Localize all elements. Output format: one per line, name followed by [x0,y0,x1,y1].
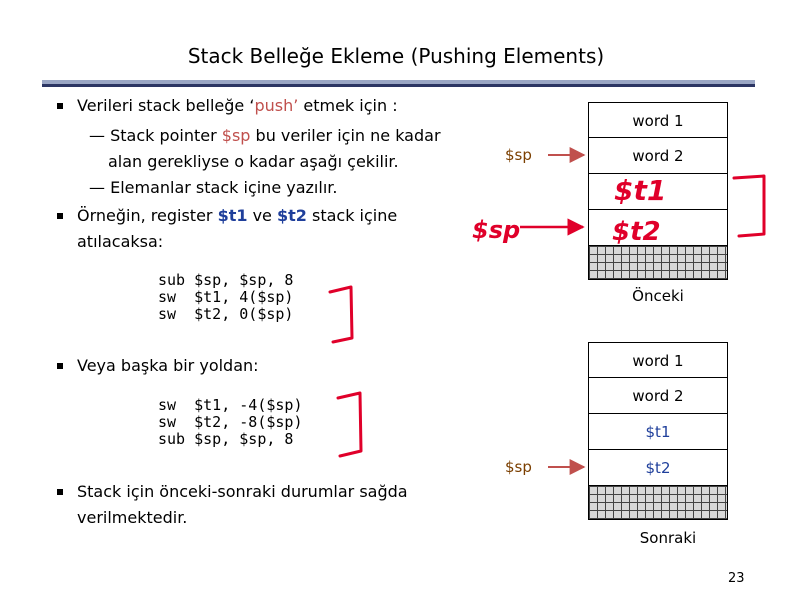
bullet-marker [57,213,63,219]
stack-after-t2: $t2 [588,450,728,486]
slide-title: Stack Belleğe Ekleme (Pushing Elements) [187,44,605,68]
bullet-example-mid: ve [247,206,277,225]
stack-after-caption: Sonraki [639,529,697,547]
stack-before-word1: word 1 [588,102,728,138]
sp-keyword: $sp [221,126,251,145]
handwritten-sp: $sp [472,216,520,244]
bracket-code1 [328,285,354,344]
code-block-sub-last: sw $t1, -4($sp) sw $t2, -8($sp) sub $sp,… [158,396,303,448]
sub-bullet-pre: — Stack pointer [89,126,222,145]
push-keyword: push’ [254,96,299,115]
code-block-sub-first: sub $sp, $sp, 8 sw $t1, 4($sp) sw $t2, 0… [158,271,294,323]
sub-bullet-post: bu veriler için ne kadar [250,126,441,145]
stack-before-caption: Önceki [632,287,684,305]
handwritten-t2: $t2 [612,217,661,247]
register-t1: $t1 [217,206,248,225]
stack-after-word2: word 2 [588,378,728,414]
bullet-marker [57,103,63,109]
page-number: 23 [728,571,745,586]
stack-before-empty1 [588,174,728,210]
bracket-stack [732,174,766,238]
title-rule-dark [42,84,755,87]
stack-before-word2: word 2 [588,138,728,174]
stack-after-hatched-region [588,486,728,520]
bullet-push-pre: Verileri stack belleğe ‘ [77,96,255,115]
stack-before-empty2 [588,210,728,246]
bullet-push-text: Verileri stack belleğe ‘push’ etmek için… [77,93,398,119]
bullet-example-text: Örneğin, register $t1 ve $t2 stack içine [77,203,397,229]
register-t2: $t2 [276,206,307,225]
handwritten-t1: $t1 [614,174,666,207]
bullet-example-line2: atılacaksa: [77,232,164,251]
sub-bullet-stack-pointer-line2: alan gerekliyse o kadar aşağı çekilir. [108,152,399,171]
bullet-marker [57,363,63,369]
bullet-push-post: etmek için : [298,96,398,115]
stack-after-sp-label: $sp [505,458,532,476]
bullet-example-post: stack içine [306,206,398,225]
stack-after-word1: word 1 [588,342,728,378]
bullet-alternative: Veya başka bir yoldan: [77,356,259,375]
bullet-marker [57,489,63,495]
bullet-example-pre: Örneğin, register [77,206,218,225]
stack-after-t1: $t1 [588,414,728,450]
bracket-code2 [336,391,363,458]
sub-bullet-stack-pointer: — Stack pointer $sp bu veriler için ne k… [89,123,441,149]
title-rule-light [42,80,755,84]
stack-before-hatched-region [588,246,728,280]
bullet-states-line2: verilmektedir. [77,508,188,527]
bullet-states-line1: Stack için önceki-sonraki durumlar sağda [77,482,408,501]
sub-bullet-elements: — Elemanlar stack içine yazılır. [89,178,338,197]
stack-before-sp-label: $sp [505,146,532,164]
